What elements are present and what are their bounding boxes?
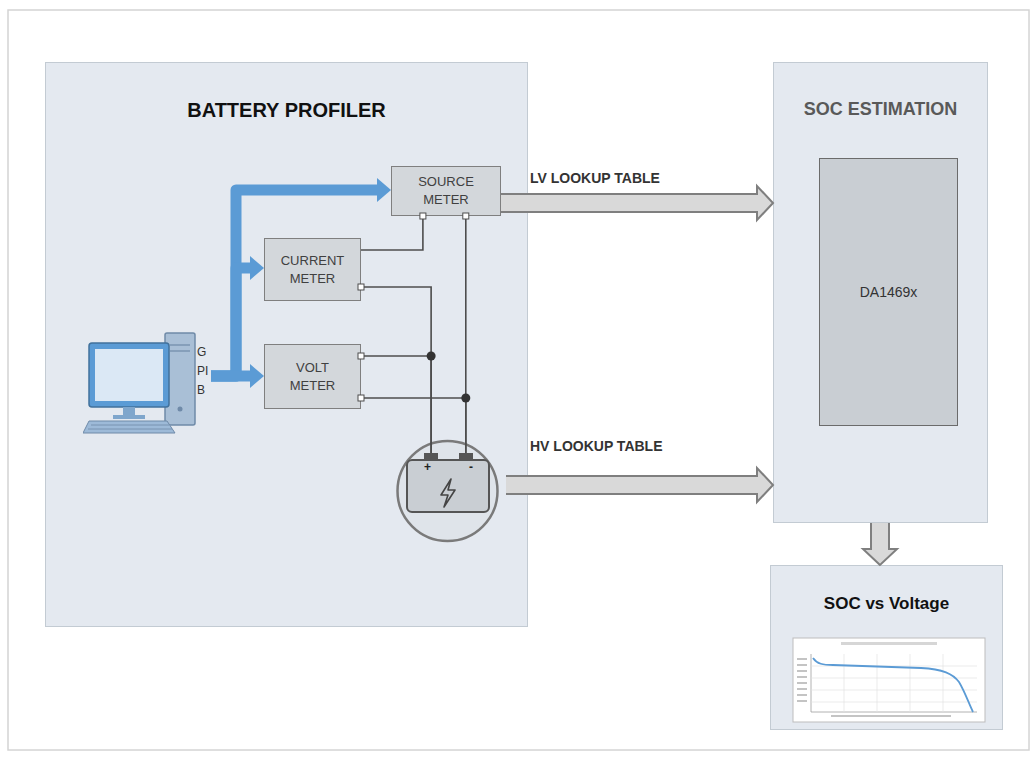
- terminal-mark: [358, 284, 364, 290]
- wire-path: [361, 398, 466, 453]
- bus-arrow: [211, 178, 391, 376]
- bus-shaft: [211, 190, 377, 376]
- arrow-head: [377, 178, 391, 202]
- computer-icon: [83, 329, 211, 437]
- battery-icon: [389, 439, 506, 543]
- junction-dot: [461, 394, 470, 403]
- wire: [358, 352, 436, 454]
- box-label: CURRENT METER: [275, 252, 351, 287]
- data-arrow: [506, 468, 773, 502]
- soc-panel: DA1469x SOC ESTIMATION: [773, 62, 988, 523]
- battery-node: +-: [389, 439, 506, 543]
- bus-shaft: [211, 268, 250, 376]
- bus-arrow: [211, 364, 264, 388]
- bus-arrow: [211, 256, 264, 376]
- arrow-head: [250, 364, 264, 388]
- box-label: VOLT METER: [275, 359, 351, 394]
- wire: [358, 394, 470, 454]
- terminal-mark: [358, 353, 364, 359]
- wire: [361, 213, 426, 250]
- source-meter: SOURCE METER: [391, 166, 501, 216]
- terminal-sign: -: [469, 461, 473, 473]
- current-meter: CURRENT METER: [264, 238, 361, 301]
- arrow-head: [250, 256, 264, 280]
- box-label: DA1469x: [860, 284, 918, 300]
- frame-border: [8, 10, 1029, 750]
- data-arrow: [501, 186, 773, 220]
- bus-shaft: [211, 371, 250, 382]
- box-label: SOURCE METER: [408, 173, 484, 208]
- arrow-fill: [501, 195, 760, 211]
- arrow-fill: [506, 477, 760, 493]
- arrow-fill: [872, 523, 888, 552]
- panel-heading: SOC ESTIMATION: [774, 63, 987, 120]
- volt-meter: VOLT METER: [264, 344, 361, 409]
- bus-name: GPIB: [197, 343, 209, 401]
- panel-heading: BATTERY PROFILER: [46, 63, 527, 122]
- junction-dot: [427, 352, 436, 361]
- edge-label: HV LOOKUP TABLE: [530, 438, 663, 454]
- wire-path: [361, 356, 431, 453]
- edge-label: LV LOOKUP TABLE: [530, 170, 660, 186]
- terminal-sign: +: [424, 461, 431, 473]
- terminal-mark: [420, 213, 426, 219]
- chart-thumbnail: [771, 566, 1004, 731]
- wire-path: [361, 216, 423, 250]
- data-arrow: [863, 523, 897, 565]
- wire-path: [361, 287, 431, 453]
- chart-panel: SOC vs Voltage: [770, 565, 1003, 730]
- terminal-mark: [463, 213, 469, 219]
- computer-node: GPIB: [83, 329, 211, 437]
- wire: [358, 284, 431, 453]
- panel-heading: SOC vs Voltage: [771, 566, 1002, 614]
- terminal-mark: [358, 395, 364, 401]
- mcu-box: DA1469x: [819, 158, 958, 426]
- profiler-panel: SOURCE METER CURRENT METER VOLT METER GPIB…: [45, 62, 528, 627]
